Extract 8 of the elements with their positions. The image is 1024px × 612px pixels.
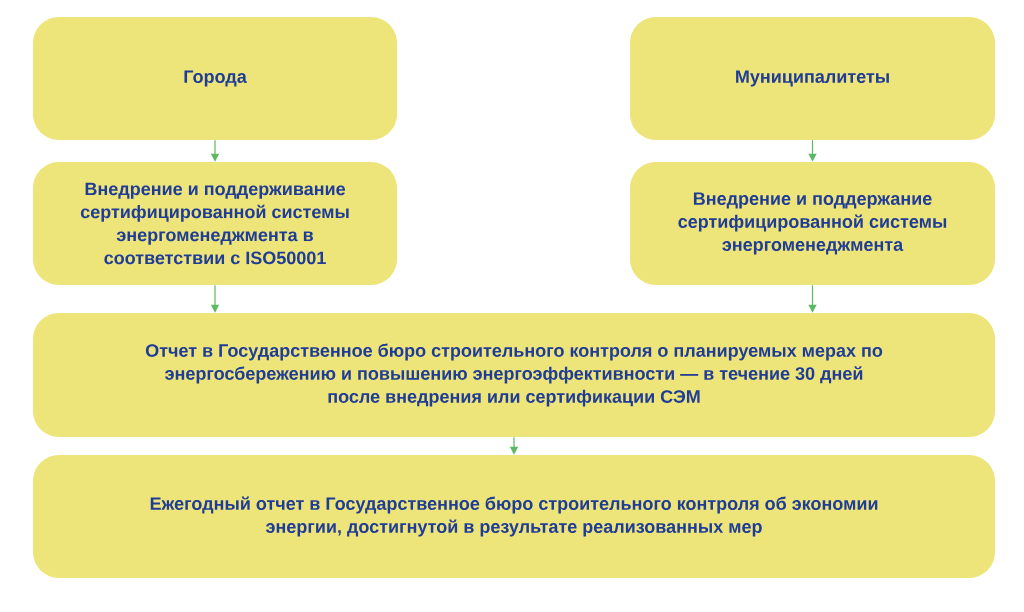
process-box: Внедрение и поддержание сертифицированной системы энергоменеджмента	[630, 162, 995, 285]
arrow	[808, 139, 817, 162]
process-box: Отчет в Государственное бюро строительного контроля о планируемых мерах по энергосбережению и повышению энергоэффективности — в течение 30 дней после внедрения или сертификации СЭМ	[33, 313, 995, 437]
process-box: Ежегодный отчет в Государственное бюро строительного контроля об экономии энергии, достигнутой в результате реализованных мер	[33, 455, 995, 578]
process-box: Внедрение и поддерживание сертифицированной системы энергоменеджмента в соответствии с ISO50001	[33, 162, 397, 285]
process-box: Города	[33, 17, 397, 140]
arrow	[808, 284, 817, 313]
process-box: Муниципалитеты	[630, 17, 995, 140]
